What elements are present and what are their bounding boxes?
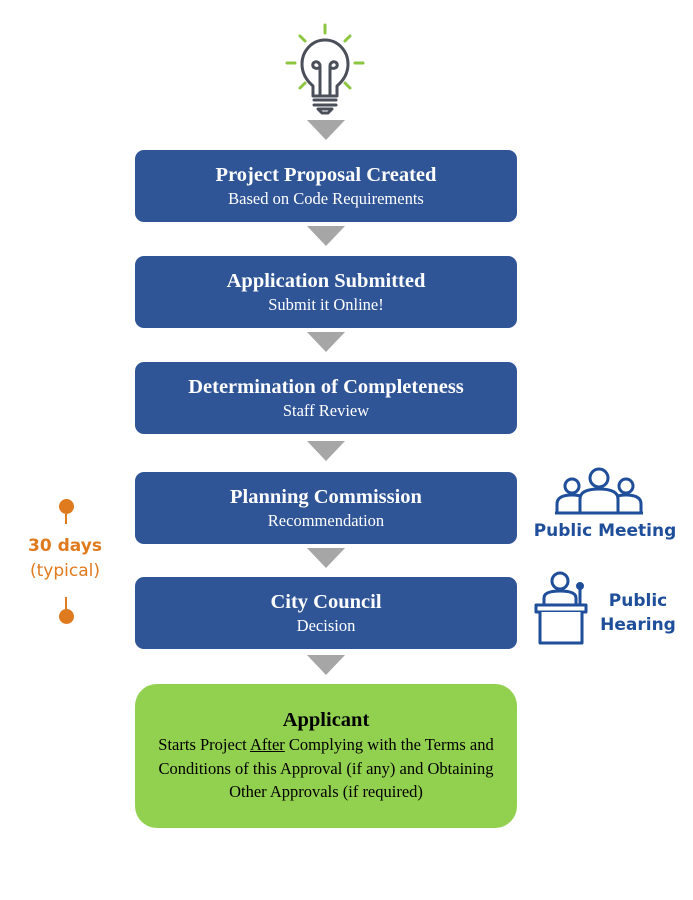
group-icon bbox=[552, 466, 646, 516]
body-prefix: Starts Project bbox=[158, 735, 250, 755]
timeline-start-dot bbox=[59, 499, 74, 514]
step-title: City Council bbox=[270, 591, 382, 613]
step-title: Planning Commission bbox=[230, 486, 422, 508]
flow-arrow-2 bbox=[307, 332, 345, 352]
step-title: Project Proposal Created bbox=[215, 164, 437, 186]
podium-speaker-icon bbox=[534, 570, 594, 646]
timeline-start-line bbox=[65, 510, 67, 524]
step-planning-commission: Planning Commission Recommendation bbox=[135, 472, 517, 544]
public-hearing-label: Public Hearing bbox=[598, 589, 678, 637]
flow-arrow-3 bbox=[307, 441, 345, 461]
timeline-end-dot bbox=[59, 609, 74, 624]
flow-arrow-5 bbox=[307, 655, 345, 675]
public-hearing-label-line1: Public bbox=[608, 591, 668, 611]
body-suffix: Complying with the Terms and Conditions … bbox=[158, 735, 494, 802]
timeline-end-line bbox=[65, 597, 67, 611]
step-title: Determination of Completeness bbox=[188, 376, 464, 398]
step-title: Applicant bbox=[282, 709, 370, 732]
step-subtitle: Decision bbox=[296, 616, 356, 635]
step-city-council: City Council Decision bbox=[135, 577, 517, 649]
timeline-qualifier: (typical) bbox=[30, 561, 100, 581]
step-body: Starts Project After Complying with the … bbox=[135, 733, 517, 804]
flow-arrow-0 bbox=[307, 120, 345, 140]
flow-arrow-4 bbox=[307, 548, 345, 568]
step-subtitle: Based on Code Requirements bbox=[228, 189, 424, 208]
step-determination-completeness: Determination of Completeness Staff Revi… bbox=[135, 362, 517, 434]
step-subtitle: Submit it Online! bbox=[268, 295, 384, 314]
flow-arrow-1 bbox=[307, 226, 345, 246]
public-hearing-label-line2: Hearing bbox=[600, 615, 676, 635]
body-underlined: After bbox=[249, 735, 285, 755]
step-title: Application Submitted bbox=[226, 270, 426, 292]
step-subtitle: Recommendation bbox=[267, 511, 385, 530]
step-subtitle: Staff Review bbox=[282, 401, 370, 420]
public-meeting-label: Public Meeting bbox=[533, 521, 677, 541]
timeline-duration: 30 days bbox=[28, 536, 102, 556]
step-applicant: Applicant Starts Project After Complying… bbox=[135, 684, 517, 828]
step-project-proposal: Project Proposal Created Based on Code R… bbox=[135, 150, 517, 222]
lightbulb-icon bbox=[284, 22, 368, 116]
step-application-submitted: Application Submitted Submit it Online! bbox=[135, 256, 517, 328]
